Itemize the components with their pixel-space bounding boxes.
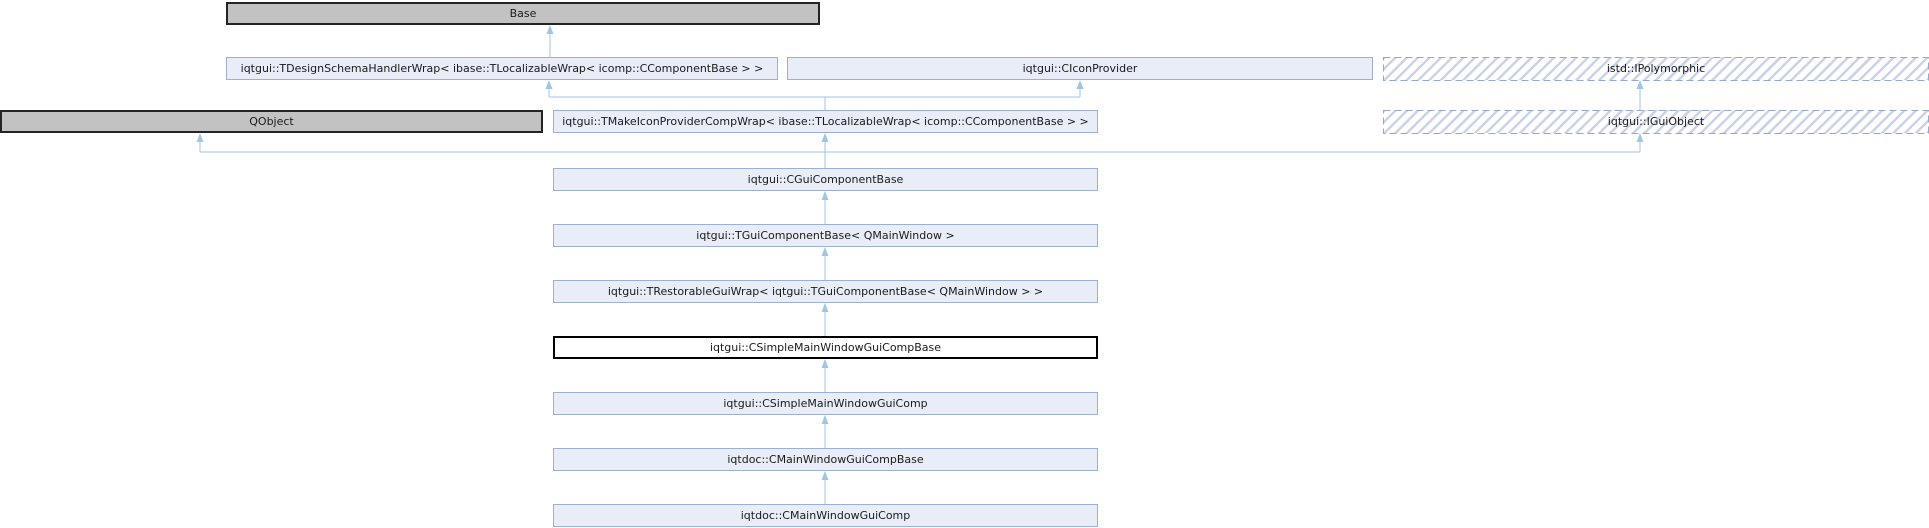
edge-tguicomponentbase-to-cguicomponentbase [821,191,829,224]
edge-iguiobject-to-ipolymorphic [1636,80,1644,110]
edge-line [199,142,1641,168]
edge-arrowhead [821,191,829,200]
edge-arrowhead [821,359,829,368]
edge-arrowhead [821,415,829,424]
node-base: Base [226,2,820,25]
node-tmakeiconprovidercompwrap[interactable]: iqtgui::TMakeIconProviderCompWrap< ibase… [553,110,1098,133]
node-csimplemainwindowguicomp[interactable]: iqtgui::CSimpleMainWindowGuiComp [553,392,1098,415]
edge-arrowhead [196,133,204,142]
edge-line [548,89,1081,110]
edge-csimplemainwindowguicomp-to-csimplemainwindowguicompbase [821,359,829,392]
edge-csimplemainwindowguicompbase-to-trestorableguiwrap [821,303,829,336]
edge-arrowhead [821,133,829,142]
node-tguicomponentbase[interactable]: iqtgui::TGuiComponentBase< QMainWindow > [553,224,1098,247]
node-cmainwindowguicompbase[interactable]: iqtdoc::CMainWindowGuiCompBase [553,448,1098,471]
node-ipolymorphic[interactable]: istd::IPolymorphic [1383,57,1929,80]
node-trestorableguiwrap[interactable]: iqtgui::TRestorableGuiWrap< iqtgui::TGui… [553,280,1098,303]
node-cguicomponentbase[interactable]: iqtgui::CGuiComponentBase [553,168,1098,191]
edge-arrowhead [1076,80,1084,89]
node-tdesignschemahandlerwrap[interactable]: iqtgui::TDesignSchemaHandlerWrap< ibase:… [226,57,778,80]
edge-arrowhead [1636,133,1644,142]
edge-arrowhead [821,303,829,312]
edge-cguicomponentbase-to-qobject-tmakeicon-iguiobject [196,133,1644,168]
node-qobject: QObject [0,110,543,133]
edge-arrowhead [821,247,829,256]
node-csimplemainwindowguicompbase: iqtgui::CSimpleMainWindowGuiCompBase [553,336,1098,359]
node-ciconprovider[interactable]: iqtgui::CIconProvider [787,57,1373,80]
edge-cmainwindowguicomp-to-cmainwindowguicompbase [821,471,829,504]
edge-tmakeiconprovidercompwrap-to-tdesign-and-ciconprovider [545,80,1084,110]
node-cmainwindowguicomp[interactable]: iqtdoc::CMainWindowGuiComp [553,504,1098,527]
edge-cmainwindowguicompbase-to-csimplemainwindowguicomp [821,415,829,448]
edge-arrowhead [546,25,554,34]
node-iguiobject[interactable]: iqtgui::IGuiObject [1383,110,1929,133]
edge-trestorableguiwrap-to-tguicomponentbase [821,247,829,280]
edge-arrowhead [545,80,553,89]
edge-tdesignschemahandlerwrap-to-base [546,25,554,57]
edge-arrowhead [821,471,829,480]
edge-arrowhead [1636,80,1644,89]
